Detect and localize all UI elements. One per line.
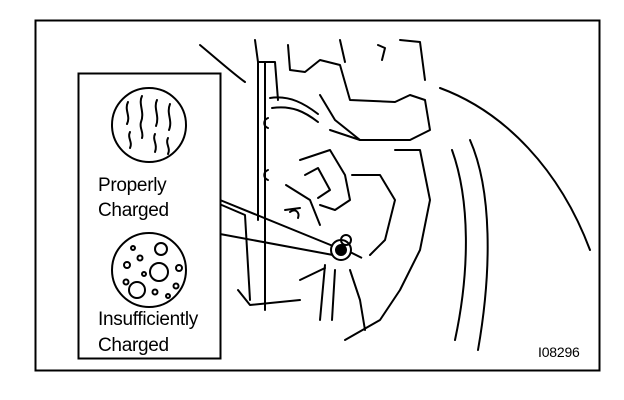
sight-glass-fitting <box>330 234 363 261</box>
insufficiently-charged-label-line2: Charged <box>98 335 169 356</box>
properly-charged-label-line2: Charged <box>98 200 169 221</box>
figure-code: I08296 <box>538 344 580 360</box>
legend-box <box>77 72 222 360</box>
properly-charged-label-line1: Properly <box>98 175 167 196</box>
figure-frame <box>34 19 601 372</box>
engine-compartment-drawing <box>199 39 591 351</box>
bubbling-sight-glass-icon <box>111 232 187 308</box>
leader-lines <box>219 199 334 256</box>
clear-sight-glass-icon <box>111 87 187 163</box>
insufficiently-charged-label-line1: Insufficiently <box>98 309 199 330</box>
